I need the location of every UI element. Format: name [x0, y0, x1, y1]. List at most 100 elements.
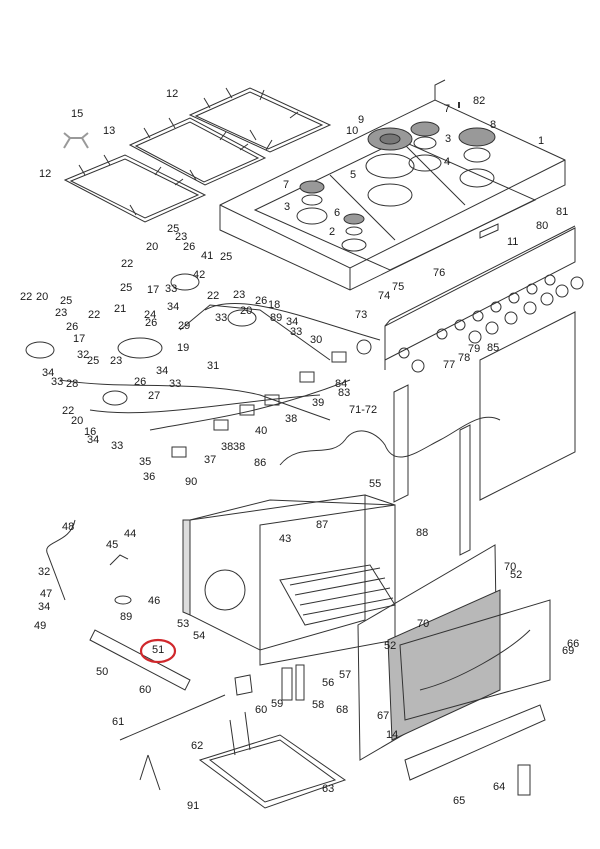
- part-label-75[interactable]: 75: [392, 281, 405, 293]
- part-label-32a[interactable]: 32: [77, 349, 90, 361]
- burner-rear-left[interactable]: [408, 121, 442, 172]
- hob-top[interactable]: [219, 79, 566, 291]
- part-label-79[interactable]: 79: [468, 343, 481, 355]
- part-label-26d[interactable]: 26: [134, 376, 147, 388]
- part-label-26a[interactable]: 26: [183, 241, 196, 253]
- part-label-38a[interactable]: 38: [285, 413, 298, 425]
- part-label-14[interactable]: 14: [386, 729, 399, 741]
- part-label-7a[interactable]: 7: [444, 103, 451, 115]
- part-label-26e[interactable]: 26: [255, 295, 268, 307]
- part-label-34d[interactable]: 34: [87, 434, 100, 446]
- part-label-20d[interactable]: 20: [71, 415, 84, 427]
- part-label-27[interactable]: 27: [148, 390, 161, 402]
- control-knobs[interactable]: [398, 274, 584, 373]
- part-label-33e[interactable]: 33: [215, 312, 228, 324]
- part-label-78[interactable]: 78: [458, 352, 471, 364]
- part-label-40[interactable]: 40: [255, 425, 268, 437]
- burner-bodies[interactable]: [25, 273, 257, 406]
- part-label-44[interactable]: 44: [124, 528, 137, 540]
- part-label-21[interactable]: 21: [114, 303, 127, 315]
- part-label-60a[interactable]: 60: [139, 684, 152, 696]
- part-label-17a[interactable]: 17: [147, 284, 160, 296]
- part-label-15[interactable]: 15: [71, 108, 84, 120]
- part-label-37[interactable]: 37: [204, 454, 217, 466]
- part-label-47[interactable]: 47: [40, 588, 53, 600]
- clip-part-11[interactable]: [479, 223, 499, 239]
- part-label-25c[interactable]: 25: [60, 295, 73, 307]
- part-label-6[interactable]: 6: [334, 207, 341, 219]
- part-label-35[interactable]: 35: [139, 456, 152, 468]
- part-label-29[interactable]: 29: [178, 320, 191, 332]
- pan-support-middle[interactable]: [128, 117, 267, 186]
- part-label-4[interactable]: 4: [444, 156, 451, 168]
- back-panel-71-72[interactable]: [393, 384, 471, 556]
- part-label-9[interactable]: 9: [358, 114, 365, 126]
- part-label-69[interactable]: 69: [562, 645, 575, 657]
- part-label-82[interactable]: 82: [473, 95, 486, 107]
- part-label-54[interactable]: 54: [193, 630, 206, 642]
- part-label-25b[interactable]: 25: [120, 282, 133, 294]
- oven-cavity[interactable]: [182, 494, 396, 666]
- part-label-23d[interactable]: 23: [233, 289, 246, 301]
- adjustable-foot-64[interactable]: [517, 764, 531, 796]
- part-label-13[interactable]: 13: [103, 125, 116, 137]
- hinge-58-59[interactable]: [281, 664, 305, 701]
- gas-pipework[interactable]: [59, 302, 381, 431]
- part-label-38c[interactable]: 38: [221, 441, 234, 453]
- part-label-74[interactable]: 74: [378, 290, 391, 302]
- part-label-34b[interactable]: 34: [42, 367, 55, 379]
- part-label-33d[interactable]: 33: [111, 440, 124, 452]
- part-label-22d[interactable]: 22: [207, 290, 220, 302]
- part-label-23c[interactable]: 23: [110, 355, 123, 367]
- part-label-3b[interactable]: 3: [284, 201, 291, 213]
- part-label-60b[interactable]: 60: [255, 704, 268, 716]
- part-label-80[interactable]: 80: [536, 220, 549, 232]
- part-label-67[interactable]: 67: [377, 710, 390, 722]
- oven-door[interactable]: [357, 544, 551, 761]
- part-label-34a[interactable]: 34: [167, 301, 180, 313]
- part-label-34c[interactable]: 34: [156, 365, 169, 377]
- part-label-43[interactable]: 43: [279, 533, 292, 545]
- burner-front-small[interactable]: [341, 213, 367, 252]
- part-label-36[interactable]: 36: [143, 471, 156, 483]
- part-label-33c[interactable]: 33: [169, 378, 182, 390]
- side-panel-85[interactable]: [479, 311, 576, 501]
- part-label-46[interactable]: 46: [148, 595, 161, 607]
- part-label-30[interactable]: 30: [310, 334, 323, 346]
- part-label-89b[interactable]: 89: [120, 611, 133, 623]
- oven-burner-60[interactable]: [89, 629, 191, 691]
- thermocouple-48[interactable]: [46, 519, 76, 601]
- part-label-33f[interactable]: 33: [290, 326, 303, 338]
- oven-shelf-56[interactable]: [279, 564, 396, 626]
- part-label-34e[interactable]: 34: [286, 316, 299, 328]
- gas-taps[interactable]: [171, 351, 347, 458]
- part-label-19[interactable]: 19: [177, 342, 190, 354]
- part-label-23a[interactable]: 23: [175, 231, 188, 243]
- part-label-59[interactable]: 59: [271, 698, 284, 710]
- part-label-33b[interactable]: 33: [51, 376, 64, 388]
- part-label-25d[interactable]: 25: [87, 355, 100, 367]
- motor-60[interactable]: [234, 674, 253, 696]
- part-label-31[interactable]: 31: [207, 360, 220, 372]
- part-label-70b[interactable]: 70: [417, 618, 430, 630]
- part-label-22e[interactable]: 22: [62, 405, 75, 417]
- part-label-25a[interactable]: 25: [167, 223, 180, 235]
- part-label-53[interactable]: 53: [177, 618, 190, 630]
- part-label-22b[interactable]: 22: [20, 291, 33, 303]
- part-label-90[interactable]: 90: [185, 476, 198, 488]
- part-label-52a[interactable]: 52: [510, 569, 523, 581]
- part-label-34f[interactable]: 34: [38, 601, 51, 613]
- part-label-62[interactable]: 62: [191, 740, 204, 752]
- part-label-20c[interactable]: 20: [240, 305, 253, 317]
- part-label-52b[interactable]: 52: [384, 640, 397, 652]
- part-label-65[interactable]: 65: [453, 795, 466, 807]
- kick-plate-65[interactable]: [404, 704, 546, 781]
- part-label-23b[interactable]: 23: [55, 307, 68, 319]
- part-label-86[interactable]: 86: [254, 457, 267, 469]
- part-label-81[interactable]: 81: [556, 206, 569, 218]
- part-label-17b[interactable]: 17: [73, 333, 86, 345]
- burner-wok[interactable]: [365, 127, 415, 207]
- part-label-18[interactable]: 18: [268, 299, 281, 311]
- part-label-91[interactable]: 91: [187, 800, 200, 812]
- part-label-48[interactable]: 48: [62, 521, 75, 533]
